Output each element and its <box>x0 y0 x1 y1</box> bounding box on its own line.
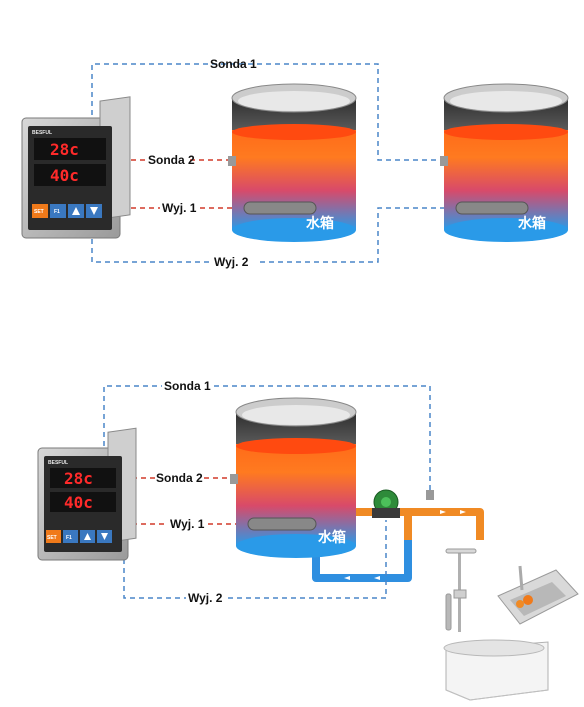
set-button <box>32 204 48 218</box>
return-pipe <box>312 512 412 582</box>
label-wyj2: Wyj. 2 <box>188 591 223 605</box>
down-arrow-icon <box>90 207 98 215</box>
bottom-diagram: BESFUL 28c 40c SET F1 水箱 <box>37 379 579 701</box>
top-diagram: BESFUL 28c 40c SET F1 水箱 <box>21 57 569 269</box>
tank-label: 水箱 <box>318 529 346 546</box>
sensor-icon <box>230 474 238 484</box>
controller-icon: BESFUL 28c 40c SET F1 <box>21 96 131 239</box>
display-top: 28c <box>50 140 79 159</box>
water-tank-icon: 水箱 <box>228 83 357 242</box>
sensor-icon <box>440 156 448 166</box>
wiring-lines <box>103 385 431 599</box>
label-wyj1: Wyj. 1 <box>170 517 205 531</box>
shower-icon <box>445 548 477 632</box>
wyj2-wire-right <box>260 207 446 263</box>
set-button-label: SET <box>47 535 57 541</box>
display-bottom: 40c <box>64 493 93 512</box>
wyj2-wire <box>123 550 186 599</box>
label-wyj2: Wyj. 2 <box>214 255 249 269</box>
wiring-lines <box>91 63 446 263</box>
up-arrow-icon <box>72 207 80 215</box>
display-top: 28c <box>64 469 93 488</box>
controller-icon: BESFUL 28c 40c SET F1 <box>37 427 137 561</box>
set-button-label: SET <box>34 209 44 215</box>
f1-button-label: F1 <box>66 535 72 541</box>
down-arrow-icon <box>101 533 108 540</box>
label-sonda1: Sonda 1 <box>164 379 211 393</box>
sonda1-wire <box>91 63 440 161</box>
tank-label: 水箱 <box>306 215 334 232</box>
label-sonda1: Sonda 1 <box>210 57 257 71</box>
up-arrow-icon <box>84 533 91 540</box>
label-sonda2: Sonda 2 <box>148 153 195 167</box>
controller-brand: BESFUL <box>32 130 52 136</box>
f1-button <box>63 530 78 543</box>
sensor-icon <box>228 156 236 166</box>
wyj2-wire <box>91 230 210 263</box>
water-tank-icon: 水箱 <box>230 397 357 558</box>
sonda1-wire-right <box>214 385 431 492</box>
sink-icon <box>497 565 579 625</box>
label-wyj1: Wyj. 1 <box>162 201 197 215</box>
f1-button <box>50 204 66 218</box>
controller-brand: BESFUL <box>48 460 68 466</box>
sensor-icon <box>426 490 434 500</box>
pump-icon <box>372 489 400 518</box>
label-sonda2: Sonda 2 <box>156 471 203 485</box>
tank-label: 水箱 <box>518 215 546 232</box>
f1-button-label: F1 <box>54 209 60 215</box>
water-tank-icon: 水箱 <box>440 83 569 242</box>
wyj2-wire-right <box>228 520 387 599</box>
flow-arrows <box>344 510 466 580</box>
display-bottom: 40c <box>50 166 79 185</box>
sonda1-wire <box>103 385 162 446</box>
set-button <box>46 530 61 543</box>
bathtub-icon <box>443 639 549 701</box>
